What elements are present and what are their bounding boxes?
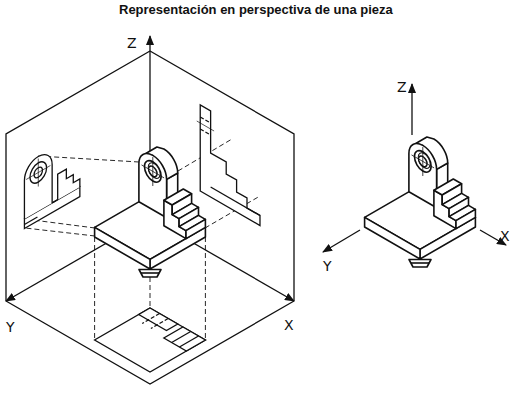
piece-perspective	[365, 137, 476, 267]
axis-label: X	[284, 318, 294, 332]
axis-label: Y	[323, 259, 332, 273]
axis-label: Y	[6, 320, 15, 334]
top-view	[95, 308, 206, 372]
axis-label: Z	[397, 80, 407, 94]
side-view	[197, 103, 260, 226]
axes	[323, 84, 506, 252]
projection-frame	[6, 36, 294, 384]
axis-label: Z	[127, 36, 137, 50]
front-view	[24, 133, 79, 229]
axis-label: X	[500, 229, 510, 243]
diagram-title: Representación en perspectiva de una pie…	[119, 3, 393, 16]
piece-perspective	[95, 147, 206, 277]
